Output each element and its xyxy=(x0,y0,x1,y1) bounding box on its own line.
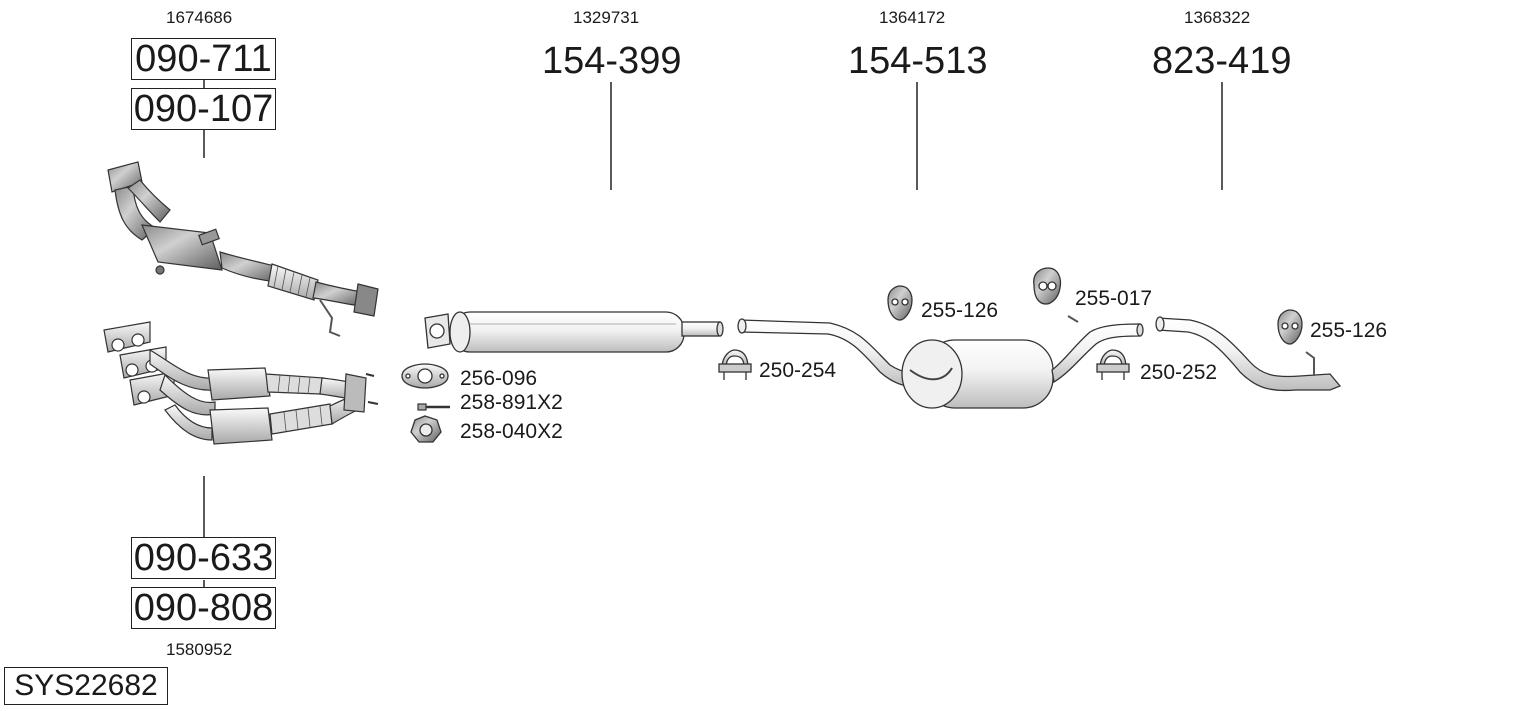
oem-number-centre: 1329731 xyxy=(573,8,640,27)
oem-number-front-bottom: 1580952 xyxy=(166,640,233,659)
leader-lines xyxy=(203,79,1223,587)
rubber-hanger-icon xyxy=(1033,267,1062,305)
part-box-front-top-1[interactable]: 090-711 xyxy=(131,38,276,80)
part-box-front-bottom-1[interactable]: 090-633 xyxy=(131,537,276,579)
part-number-centre-silencer[interactable]: 154-399 xyxy=(542,40,682,82)
part-box-front-top-2[interactable]: 090-107 xyxy=(131,88,276,130)
rear-silencer-154-513-image xyxy=(737,315,1144,409)
part-box-front-bottom-2[interactable]: 090-808 xyxy=(131,587,276,629)
oem-number-front-top: 1674686 xyxy=(166,8,233,27)
hanger-label-3[interactable]: 255-126 xyxy=(1310,319,1388,342)
clamp-icon xyxy=(718,349,752,380)
gasket-label[interactable]: 256-096 xyxy=(460,367,538,390)
part-number-rear-silencer[interactable]: 154-513 xyxy=(848,40,988,82)
clamp-label-1[interactable]: 250-254 xyxy=(759,359,837,382)
system-id-box: SYS22682 xyxy=(4,667,168,705)
bolt-label[interactable]: 258-891X2 xyxy=(460,391,563,414)
centre-silencer-154-399-image xyxy=(424,311,724,353)
oem-number-tail: 1368322 xyxy=(1184,8,1251,27)
rubber-hanger-icon xyxy=(887,285,913,321)
nut-icon xyxy=(410,415,442,443)
nut-label[interactable]: 258-040X2 xyxy=(460,420,563,443)
hanger-label-1[interactable]: 255-126 xyxy=(921,299,999,322)
hanger-label-2[interactable]: 255-017 xyxy=(1075,287,1153,310)
oem-number-rear: 1364172 xyxy=(879,8,946,27)
part-number-tail-pipe[interactable]: 823-419 xyxy=(1152,40,1292,82)
clamp-icon xyxy=(1096,349,1130,380)
bolt-icon xyxy=(417,403,450,411)
manifold-catalyst-image xyxy=(103,321,379,445)
gasket-icon xyxy=(401,363,449,389)
clamp-label-2[interactable]: 250-252 xyxy=(1140,361,1218,384)
front-pipe-catalyst-image xyxy=(107,161,379,337)
rubber-hanger-icon xyxy=(1277,309,1303,345)
tail-pipe-823-419-image xyxy=(1155,316,1342,392)
